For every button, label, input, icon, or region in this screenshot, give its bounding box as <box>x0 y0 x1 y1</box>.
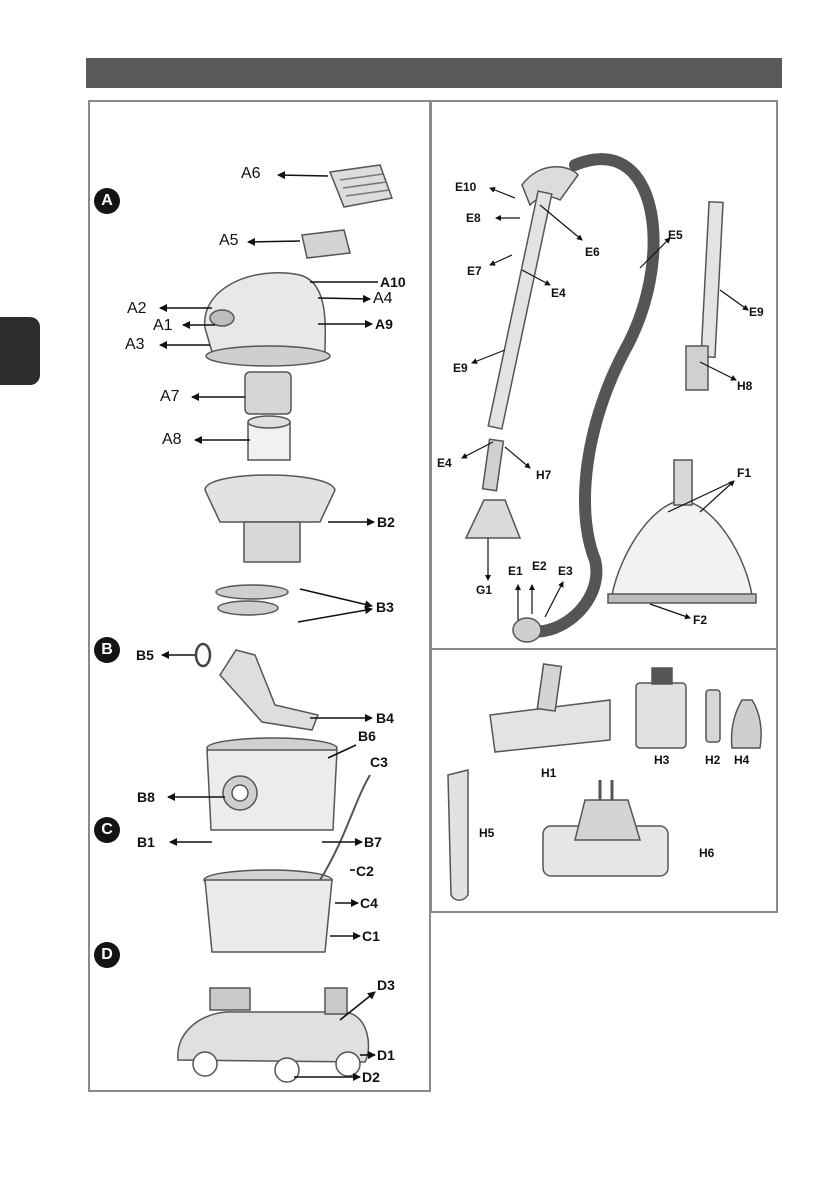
part-label-b1: B1 <box>137 835 155 849</box>
turbo-brush-part <box>543 780 668 876</box>
part-label-b5: B5 <box>136 648 154 662</box>
filter-grille-part <box>330 165 392 207</box>
seal-ring-part <box>196 644 210 666</box>
part-label-e1: E1 <box>508 565 523 577</box>
part-label-e10: E10 <box>455 181 476 193</box>
part-label-e2: E2 <box>532 560 547 572</box>
part-label-h5: H5 <box>479 827 494 839</box>
part-label-b6: B6 <box>358 729 376 743</box>
floor-brush-part <box>490 664 610 752</box>
section-a-badge: A <box>94 188 120 214</box>
part-label-h1: H1 <box>541 767 556 779</box>
part-label-a3: A3 <box>125 337 145 353</box>
part-label-e9: E9 <box>453 362 468 374</box>
part-label-b3: B3 <box>376 600 394 614</box>
part-label-h4: H4 <box>734 754 749 766</box>
part-label-e6: E6 <box>585 246 600 258</box>
part-label-b4: B4 <box>376 711 394 725</box>
part-label-g1: G1 <box>476 584 492 596</box>
part-label-f2: F2 <box>693 614 707 626</box>
section-d-badge: D <box>94 942 120 968</box>
wheeled-base-part <box>178 988 369 1082</box>
section-c-badge: C <box>94 817 120 843</box>
crevice-tool-part <box>448 770 468 900</box>
adapter-part <box>706 690 720 742</box>
sponge-filter-part <box>302 230 350 258</box>
part-label-h7: H7 <box>536 469 551 481</box>
part-label-a7: A7 <box>160 389 180 405</box>
part-label-d1: D1 <box>377 1048 395 1062</box>
part-label-a9: A9 <box>375 317 393 331</box>
part-label-h3: H3 <box>654 754 669 766</box>
motor-head-part <box>205 273 330 366</box>
part-label-h6: H6 <box>699 847 714 859</box>
part-label-c3: C3 <box>370 755 388 769</box>
part-label-e3: E3 <box>558 565 573 577</box>
cyclone-separator-part <box>205 475 335 562</box>
part-label-a1: A1 <box>153 318 173 334</box>
section-b-badge: B <box>94 637 120 663</box>
part-label-c4: C4 <box>360 896 378 910</box>
part-label-e9-tube: E9 <box>749 306 764 318</box>
part-label-h2: H2 <box>705 754 720 766</box>
part-label-a10: A10 <box>380 275 406 289</box>
part-label-e4-lower: E4 <box>437 457 452 469</box>
part-label-e4-upper: E4 <box>551 287 566 299</box>
part-label-a4: A4 <box>373 291 393 307</box>
part-label-e5: E5 <box>668 229 683 241</box>
part-label-c1: C1 <box>362 929 380 943</box>
part-label-b8: B8 <box>137 790 155 804</box>
felt-part <box>216 585 288 599</box>
handle-part <box>220 650 318 730</box>
small-nozzle-part <box>732 700 762 748</box>
part-label-a2: A2 <box>127 301 147 317</box>
upholstery-nozzle-part <box>636 668 686 748</box>
part-label-a6: A6 <box>241 166 261 182</box>
part-label-a8: A8 <box>162 432 182 448</box>
part-label-e8: E8 <box>466 212 481 224</box>
part-label-d3: D3 <box>377 978 395 992</box>
part-label-f1: F1 <box>737 467 751 479</box>
felt-part <box>218 601 278 615</box>
extension-tube-part <box>686 202 723 390</box>
tank-part <box>207 738 337 830</box>
part-label-e7: E7 <box>467 265 482 277</box>
part-label-c2: C2 <box>356 864 374 878</box>
part-label-a5: A5 <box>219 233 239 249</box>
part-label-h8: H8 <box>737 380 752 392</box>
part-label-d2: D2 <box>362 1070 380 1084</box>
filter-cage-part <box>245 372 291 414</box>
part-label-b7: B7 <box>364 835 382 849</box>
filter-cylinder-part <box>248 416 290 460</box>
part-label-b2: B2 <box>377 515 395 529</box>
